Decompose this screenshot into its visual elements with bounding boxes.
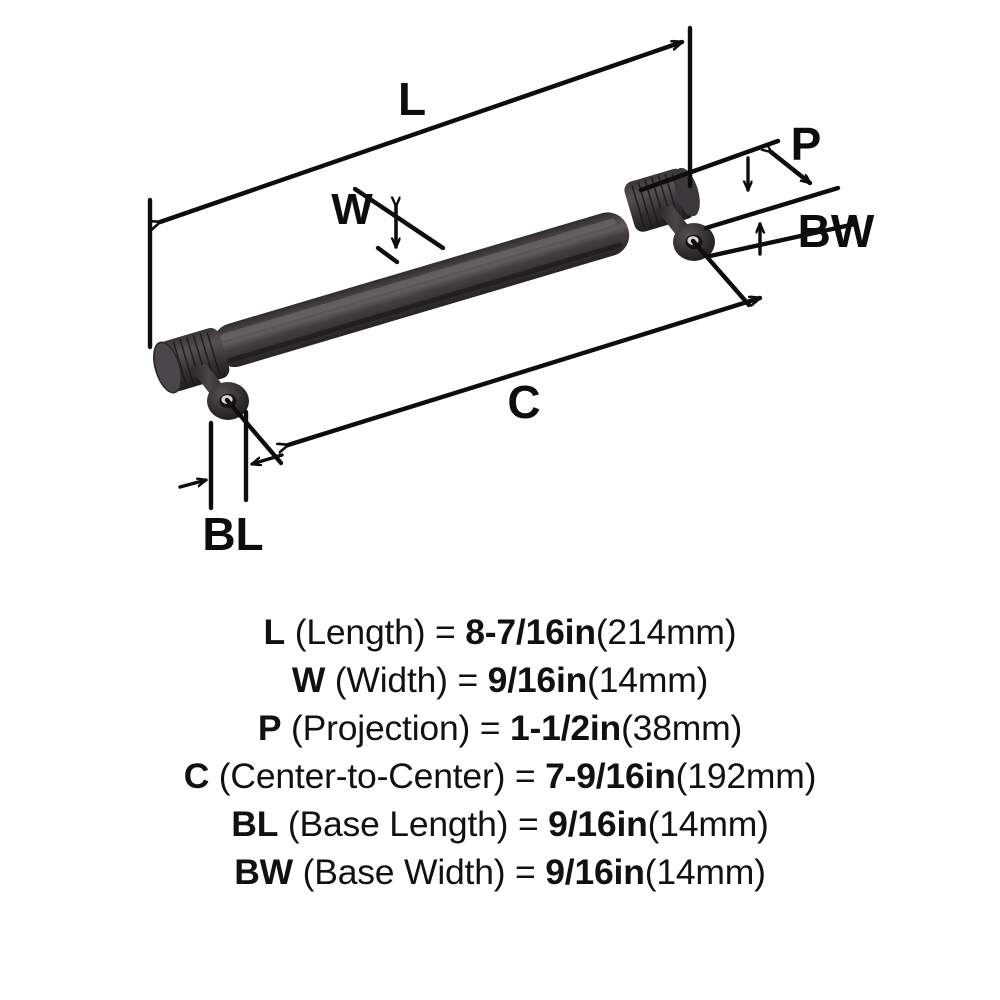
spec-metric-l: (214mm) bbox=[595, 612, 737, 652]
spec-metric-w: (14mm) bbox=[587, 660, 709, 700]
spec-metric-bl: (14mm) bbox=[647, 804, 769, 844]
P-extension-upper bbox=[638, 138, 781, 193]
spec-metric-bw: (14mm) bbox=[644, 852, 766, 892]
BL-arrow-right bbox=[250, 453, 284, 464]
bar-pull-product bbox=[153, 167, 715, 420]
spec-eq-bl: = bbox=[517, 804, 549, 844]
L-dimension-line bbox=[160, 42, 685, 222]
spec-value-p: 1-1/2in bbox=[509, 708, 622, 748]
P-extension-lower bbox=[703, 185, 841, 231]
dimension-W bbox=[352, 186, 446, 265]
spec-eq-w: = bbox=[457, 660, 488, 700]
spec-key-l: L bbox=[263, 612, 286, 652]
BL-label: BL bbox=[202, 508, 263, 560]
L-label: L bbox=[398, 73, 426, 125]
spec-key-bl: BL bbox=[231, 804, 279, 844]
spec-value-bw: 9/16in bbox=[545, 852, 645, 892]
spec-row-base-length: BL (Base Length) = 9/16in(14mm) bbox=[231, 800, 769, 848]
spec-value-bl: 9/16in bbox=[548, 804, 648, 844]
C-dimension-line bbox=[288, 298, 763, 445]
C-witness-right bbox=[690, 238, 752, 308]
C-witness-left bbox=[224, 397, 284, 466]
C-label: C bbox=[507, 376, 540, 428]
spec-row-length: L (Length) = 8-7/16in(214mm) bbox=[264, 608, 737, 656]
spec-eq-p: = bbox=[479, 708, 510, 748]
BW-label: BW bbox=[798, 205, 875, 257]
spec-metric-p: (38mm) bbox=[621, 708, 743, 748]
dimension-L bbox=[147, 25, 693, 350]
BL-arrow-left bbox=[178, 480, 208, 489]
P-label: P bbox=[791, 118, 822, 170]
spec-key-w: W bbox=[291, 660, 326, 700]
dimension-BL bbox=[178, 409, 284, 511]
dimension-P bbox=[638, 138, 841, 231]
spec-name-c: (Center-to-Center) bbox=[209, 756, 515, 796]
spec-key-bw: BW bbox=[234, 852, 293, 892]
spec-name-bw: (Base Width) bbox=[292, 852, 516, 892]
spec-row-base-width: BW (Base Width) = 9/16in(14mm) bbox=[234, 848, 766, 896]
spec-name-w: (Width) bbox=[325, 660, 458, 700]
spec-value-c: 7-9/16in bbox=[545, 756, 676, 796]
P-dimension-line bbox=[771, 152, 813, 186]
spec-row-center-to-center: C (Center-to-Center) = 7-9/16in(192mm) bbox=[184, 752, 817, 800]
spec-name-l: (Length) bbox=[285, 612, 435, 652]
spec-eq-l: = bbox=[435, 612, 466, 652]
spec-row-projection: P (Projection) = 1-1/2in(38mm) bbox=[258, 704, 742, 752]
product-dimension-drawing: L W P BW C bbox=[147, 25, 875, 560]
spec-key-c: C bbox=[183, 756, 210, 796]
W-label: W bbox=[331, 185, 373, 234]
dimension-C bbox=[224, 238, 763, 466]
W-extension-bottom bbox=[375, 245, 400, 265]
spec-value-w: 9/16in bbox=[487, 660, 588, 700]
dimension-BW bbox=[707, 221, 858, 259]
spec-name-p: (Projection) bbox=[281, 708, 480, 748]
spec-eq-bw: = bbox=[515, 852, 546, 892]
spec-row-width: W (Width) = 9/16in(14mm) bbox=[291, 656, 709, 704]
specification-list: L (Length) = 8-7/16in(214mm) W (Width) =… bbox=[0, 608, 1000, 896]
spec-key-p: P bbox=[257, 708, 282, 748]
spec-eq-c: = bbox=[514, 756, 546, 796]
spec-metric-c: (192mm) bbox=[675, 756, 817, 796]
spec-name-bl: (Base Length) bbox=[278, 804, 518, 844]
BW-extension-lower bbox=[707, 221, 858, 259]
spec-value-l: 8-7/16in bbox=[465, 612, 596, 652]
